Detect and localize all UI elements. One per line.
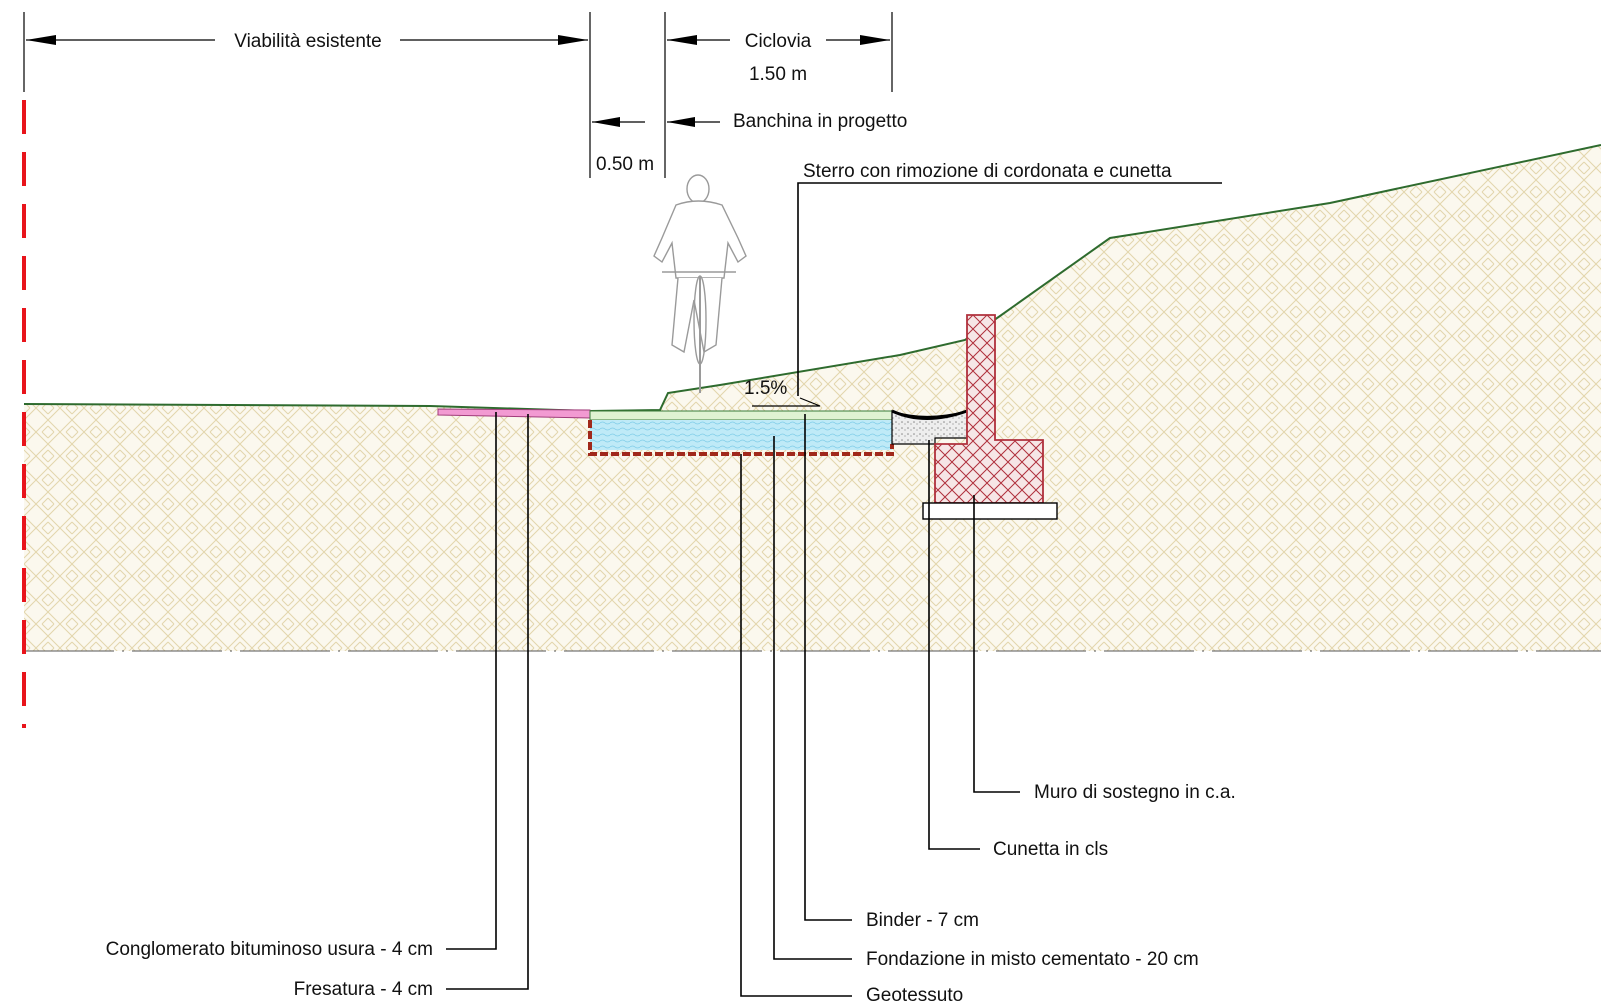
geotextile-layer [588,420,894,456]
slope-label: 1.5% [744,378,787,399]
dim-verge-arrow-right [667,117,695,127]
wall-label: Muro di sostegno in c.a. [1034,782,1236,803]
road-width-label: Viabilità esistente [234,31,382,52]
dim-road-arrow-right [558,35,588,45]
gutter-leader [928,440,980,850]
geotextile-label: Geotessuto [866,985,963,1006]
gutter-surface [891,409,968,420]
dim-cycle-arrow-left [667,35,697,45]
soil-body [24,145,1601,651]
wall-leader [973,495,1020,793]
foundation-leader [773,436,852,960]
cycle-label: Ciclovia [745,31,812,52]
slope-arrow [752,397,821,407]
wall-footing-blinding [922,502,1058,520]
dim-cycle-arrow-right [860,35,890,45]
dim-road-arrow-left [26,35,56,45]
milling-label: Fresatura - 4 cm [294,979,433,1000]
excavation-label: Sterro con rimozione di cordonata e cune… [803,161,1172,182]
verge-width-value: 0.50 m [596,154,654,175]
binder-layer [589,410,893,421]
wearing-course-label: Conglomerato bituminoso usura - 4 cm [106,939,433,960]
wearing-course-leader [446,412,497,950]
foundation-label: Fondazione in misto cementato - 20 cm [866,949,1199,970]
verge-label: Banchina in progetto [733,111,907,132]
binder-leader [804,414,852,921]
milling-leader [446,414,529,990]
excavation-leader [797,182,1222,396]
cycle-width-value: 1.50 m [749,64,807,85]
dim-verge-arrow-left [592,117,620,127]
cyclist-figure [653,174,747,393]
foundation-layer [590,420,892,450]
geotextile-leader [740,454,852,997]
gutter-label: Cunetta in cls [993,839,1108,860]
binder-label: Binder - 7 cm [866,910,979,931]
